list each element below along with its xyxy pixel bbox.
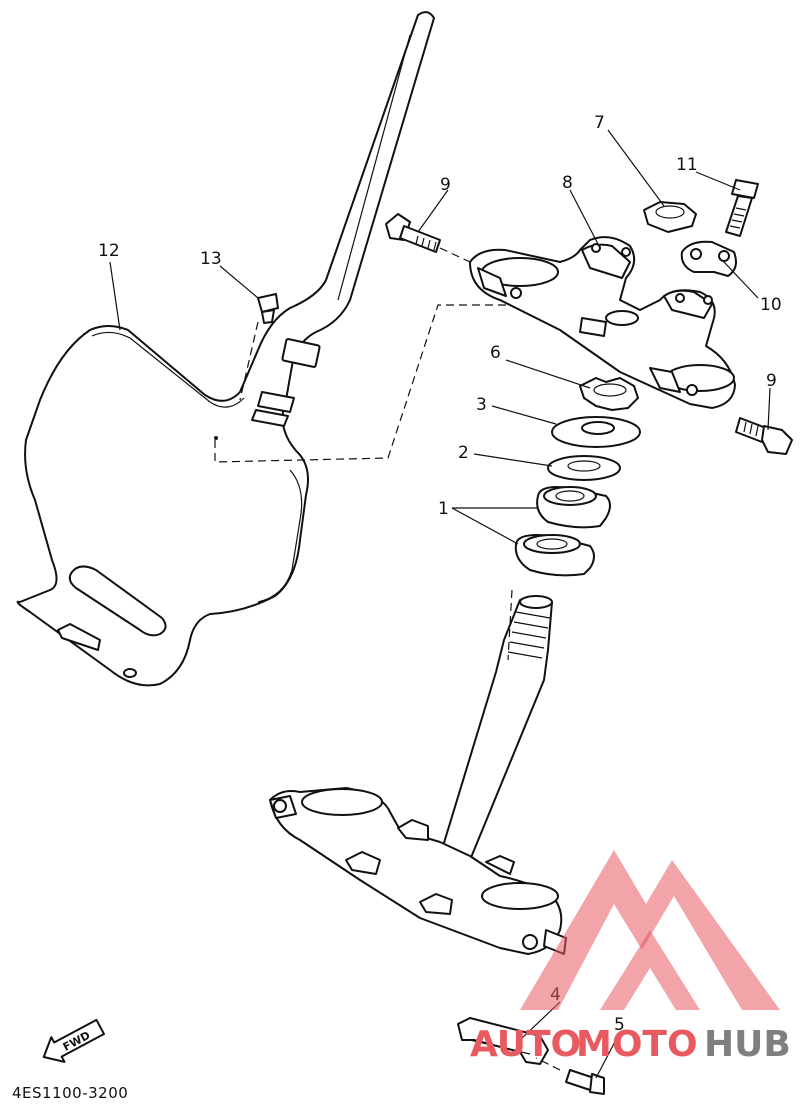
guard-4 (457, 1017, 549, 1065)
watermark-auto: AUTO (470, 1024, 581, 1065)
callout-9-left: 9 (440, 175, 451, 195)
bolt-9-left (385, 213, 471, 263)
callout-3: 3 (476, 395, 487, 415)
ring-nut-6 (579, 377, 639, 411)
callout-10: 10 (760, 295, 782, 315)
callout-12: 12 (98, 241, 120, 261)
bolt-9-right (735, 417, 793, 455)
fwd-arrow-icon: FWD (42, 1018, 106, 1063)
callout-6: 6 (490, 343, 501, 363)
callout-9-right: 9 (766, 371, 777, 391)
holder-10 (680, 240, 737, 277)
callout-8: 8 (562, 173, 573, 193)
steering-stem (269, 589, 567, 955)
dashed-guide (214, 304, 590, 463)
callout-1: 1 (438, 499, 449, 519)
watermark-logo: AUTO MOTO HUB (470, 850, 791, 1065)
bolt-5 (535, 1057, 605, 1095)
part-code: 4ES1100-3200 (12, 1084, 128, 1102)
screw-guide (239, 321, 259, 401)
callout-5: 5 (614, 1015, 625, 1035)
callout-13: 13 (200, 249, 222, 269)
bolt-11 (725, 179, 759, 237)
number-plate (16, 11, 435, 687)
watermark-hub: HUB (704, 1024, 791, 1065)
upper-bracket (469, 236, 736, 409)
washer-3 (551, 416, 641, 448)
callout-11: 11 (676, 155, 698, 175)
nut-7 (643, 201, 697, 233)
watermark-moto: MOTO (576, 1024, 698, 1065)
bearing-upper (536, 486, 611, 529)
screw-13 (257, 293, 279, 324)
callout-2: 2 (458, 443, 469, 463)
callout-7: 7 (594, 113, 605, 133)
seal-2 (547, 455, 621, 481)
bearing-lower (514, 534, 595, 577)
